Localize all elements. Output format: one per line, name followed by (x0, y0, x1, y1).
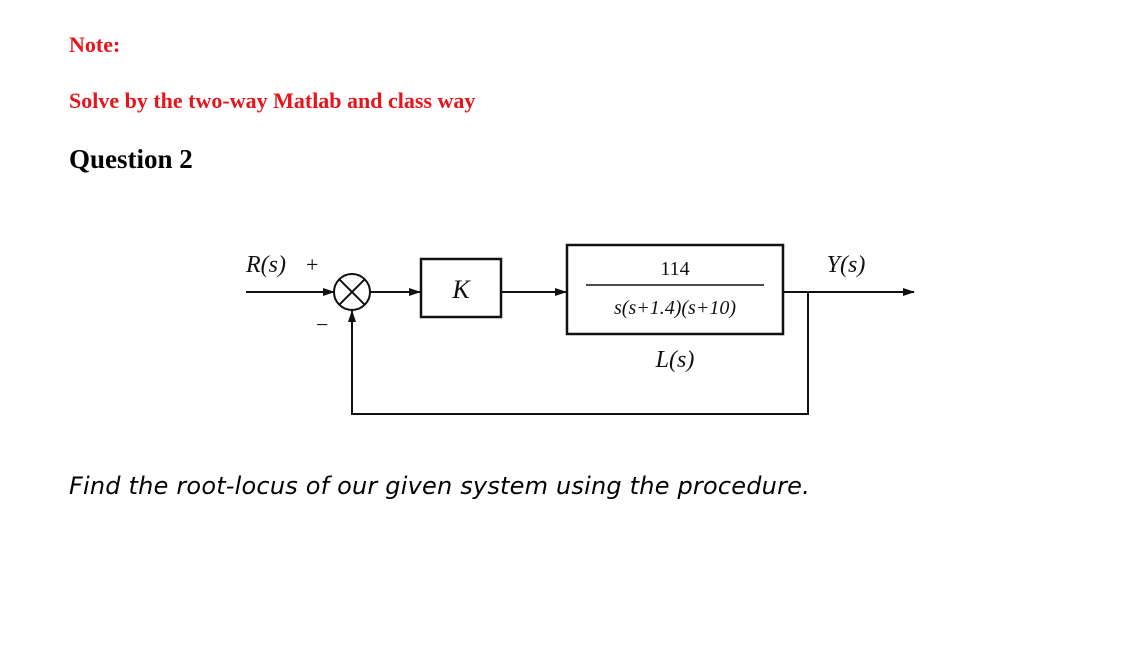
tf-denominator: s(s+1.4)(s+10) (614, 297, 736, 319)
input-label: R(s) (245, 252, 286, 278)
output-label: Y(s) (827, 252, 866, 278)
minus-sign: − (316, 312, 328, 337)
note-label: Note: (69, 32, 121, 57)
block-diagram: R(s) + − K 114 s(s+1.4)(s+10) L(s) Y(s) (245, 243, 915, 415)
feedback-path (348, 292, 809, 415)
loop-label: L(s) (655, 347, 695, 373)
summing-junction (333, 273, 371, 311)
task-text: Find the root-locus of our given system … (69, 472, 810, 500)
tf-numerator: 114 (660, 258, 689, 280)
plant-block: 114 s(s+1.4)(s+10) (565, 243, 785, 336)
instruction-text: Solve by the two-way Matlab and class wa… (69, 88, 476, 113)
question-title: Question 2 (69, 144, 193, 174)
plus-sign: + (306, 252, 318, 277)
gain-block: K (419, 257, 503, 319)
gain-label: K (451, 275, 471, 304)
